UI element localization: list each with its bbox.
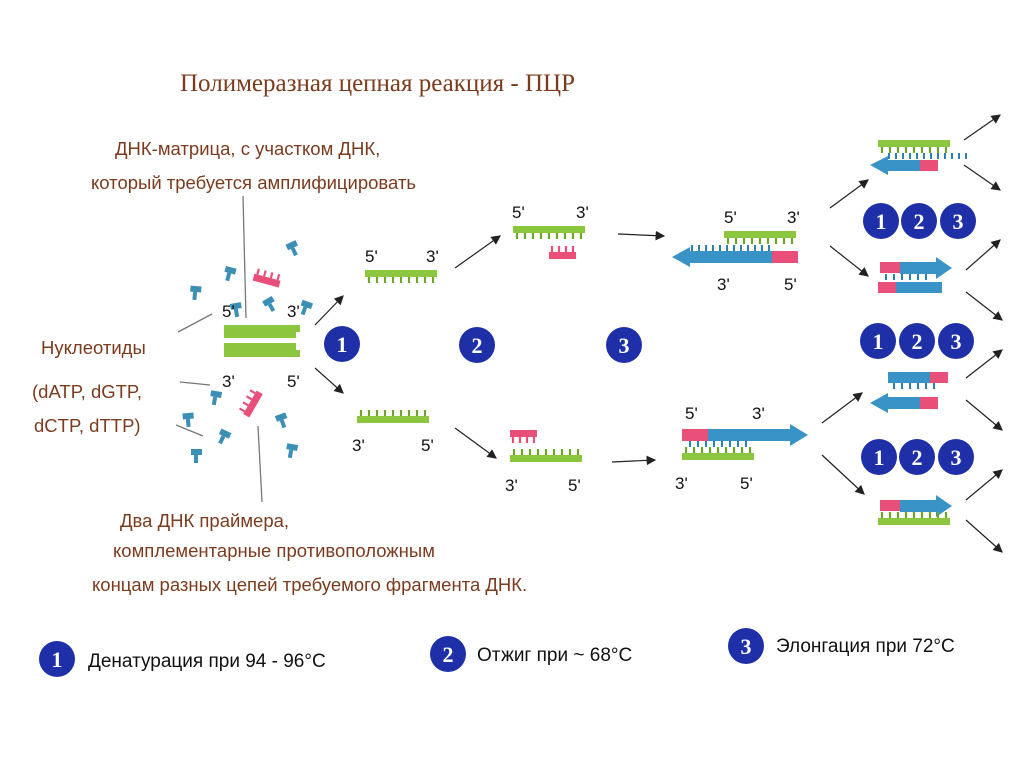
arrow-anneal-bottom xyxy=(455,428,496,458)
step-badge-2-main: 2 xyxy=(459,327,495,363)
svg-text:2: 2 xyxy=(912,445,923,470)
arrow-cycle-1 xyxy=(830,180,868,208)
elong-top-template xyxy=(724,231,796,244)
legend-step-1-label: Денатурация при 94 - 96°С xyxy=(88,651,326,672)
ann-top-5: 5' xyxy=(512,203,525,222)
nucleotides-callout-line2: (dATP, dGTP, xyxy=(32,381,142,402)
cycle-badges-top: 1 2 3 xyxy=(863,203,976,239)
nucleotides-callout-line1: Нуклеотиды xyxy=(41,337,146,358)
arrow-elong-top xyxy=(618,234,664,236)
template-dna-double-strand xyxy=(224,325,300,357)
step-badge-1-main: 1 xyxy=(324,326,360,362)
free-primer-top xyxy=(253,268,282,288)
legend-step-3-label: Элонгация при 72°С xyxy=(776,636,955,657)
template-3-end-label: 3' xyxy=(287,302,300,321)
nucleotides-pointer-line-1 xyxy=(178,314,212,332)
free-primer-bottom xyxy=(238,388,263,418)
arrow-elong-bottom xyxy=(612,460,655,462)
svg-text:1: 1 xyxy=(874,445,885,470)
el-bot-5b: 5' xyxy=(740,474,753,493)
annealed-bottom-template xyxy=(510,449,582,462)
svg-text:3: 3 xyxy=(619,333,630,358)
nucleotides-callout-line3: dCTP, dTTP) xyxy=(34,415,141,436)
ann-bot-5: 5' xyxy=(568,476,581,495)
template-3-end-label-bottom: 3' xyxy=(222,372,235,391)
elong-bottom-template xyxy=(682,447,754,460)
ann-top-3: 3' xyxy=(576,203,589,222)
elong-top-new-strand xyxy=(672,245,798,267)
annealed-top-primer xyxy=(549,246,576,259)
svg-text:2: 2 xyxy=(443,642,454,667)
legend-step-3: 3 Элонгация при 72°С xyxy=(728,628,955,664)
svg-text:2: 2 xyxy=(912,329,923,354)
el-bot-3b: 3' xyxy=(675,474,688,493)
el-top-5: 5' xyxy=(724,208,737,227)
el-bot-3: 3' xyxy=(752,404,765,423)
el-top-3: 3' xyxy=(787,208,800,227)
arrow-anneal-top xyxy=(455,236,500,268)
page-title: Полимеразная цепная реакция - ПЦР xyxy=(180,70,575,97)
svg-text:3: 3 xyxy=(951,329,962,354)
svg-text:3: 3 xyxy=(741,634,752,659)
ss-top-5: 5' xyxy=(365,247,378,266)
svg-text:2: 2 xyxy=(472,333,483,358)
product-2 xyxy=(878,257,952,293)
step-badge-3-main: 3 xyxy=(606,327,642,363)
template-callout-line2: который требуется амплифицировать xyxy=(91,172,416,193)
cycle-badges-middle: 1 2 3 xyxy=(860,323,974,359)
ss-bottom-5: 5' xyxy=(421,436,434,455)
ss-top-3: 3' xyxy=(426,247,439,266)
ann-bot-3: 3' xyxy=(505,476,518,495)
product-1 xyxy=(870,140,966,175)
primers-callout-line3: концам разных цепей требуемого фрагмента… xyxy=(92,574,527,595)
arrow-cycle-3 xyxy=(822,393,862,423)
primers-pointer-line xyxy=(258,426,262,502)
svg-text:2: 2 xyxy=(914,209,925,234)
arrow-to-bottom-strand xyxy=(315,368,343,393)
svg-text:3: 3 xyxy=(953,209,964,234)
template-callout-line1: ДНК-матрица, с участком ДНК, xyxy=(115,138,380,159)
legend-step-2-label: Отжиг при ~ 68°С xyxy=(477,645,632,666)
legend-step-2: 2 Отжиг при ~ 68°С xyxy=(430,636,632,672)
primers-callout-line2: комплементарные противоположным xyxy=(113,540,435,561)
template-pointer-line xyxy=(243,196,246,318)
product-4 xyxy=(878,495,952,525)
template-5-end-label-bottom: 5' xyxy=(287,372,300,391)
nucleotides-pointer-line-2 xyxy=(180,382,210,385)
svg-text:1: 1 xyxy=(876,209,887,234)
el-top-5b: 5' xyxy=(784,275,797,294)
annealed-top-template xyxy=(513,226,585,239)
product-3 xyxy=(870,372,948,413)
single-strand-bottom xyxy=(357,410,429,423)
el-bot-5: 5' xyxy=(685,404,698,423)
ss-bottom-3: 3' xyxy=(352,436,365,455)
annealed-bottom-primer xyxy=(510,430,537,443)
arrow-cycle-4 xyxy=(822,455,864,494)
arrow-cycle-2 xyxy=(830,246,868,276)
template-5-end-label: 5' xyxy=(222,302,235,321)
single-strand-top xyxy=(365,270,437,283)
svg-text:1: 1 xyxy=(52,647,63,672)
arrow-to-top-strand xyxy=(315,296,343,325)
cycle-badges-bottom: 1 2 3 xyxy=(861,439,974,475)
legend-step-1: 1 Денатурация при 94 - 96°С xyxy=(39,641,326,677)
primers-callout-line1: Два ДНК праймера, xyxy=(120,510,289,531)
el-top-3b: 3' xyxy=(717,275,730,294)
elong-bottom-new-strand xyxy=(682,424,808,447)
svg-text:1: 1 xyxy=(337,332,348,357)
svg-text:3: 3 xyxy=(951,445,962,470)
svg-text:1: 1 xyxy=(873,329,884,354)
